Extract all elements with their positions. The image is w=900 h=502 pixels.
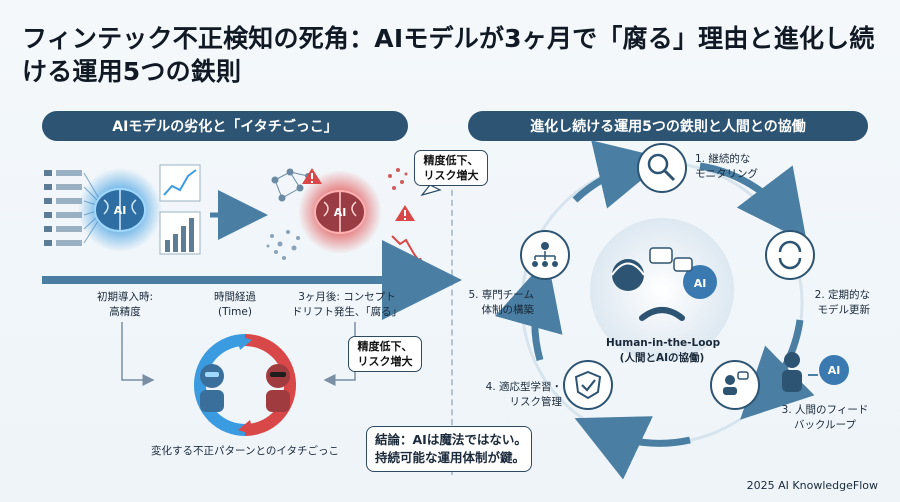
- line-chart-up-icon: [159, 164, 201, 202]
- scatter-noise-icon: [266, 230, 300, 260]
- accuracy-drop-callout-mid: 精度低下、 リスク増大: [348, 336, 422, 372]
- stage-initial-label: 初期導入時: 高精度: [96, 291, 154, 318]
- rule-4-label: 4. 適応型学習・ リスク管理: [485, 381, 562, 408]
- warning-icon-2: [395, 205, 415, 221]
- line-chart-down-icon: [391, 235, 424, 266]
- bar-chart-up-icon: [159, 211, 201, 255]
- rule-3-label: 3. 人間のフィード バックループ: [781, 404, 869, 431]
- feedback-people-icon[interactable]: [710, 360, 760, 410]
- human-ai-label: AI: [827, 364, 841, 377]
- footer-credit: 2025 AI KnowledgeFlow: [746, 479, 878, 492]
- brain-label-healthy: AI: [113, 204, 127, 217]
- rule-2-label: 2. 定期的な モデル更新: [814, 289, 870, 316]
- brain-icon-degraded: [298, 170, 382, 254]
- scatter-red-icon: [388, 168, 408, 190]
- refresh-icon[interactable]: [765, 230, 815, 280]
- org-chart-icon[interactable]: [520, 230, 570, 280]
- shield-check-icon[interactable]: [563, 360, 613, 410]
- magnifier-chart-icon[interactable]: [637, 143, 687, 193]
- page-title: フィンテック不正検知の死角：AIモデルが3ヶ月で「腐る」理由と進化し続ける運用5…: [22, 24, 875, 86]
- stage-time-label: 時間経過 (Time): [214, 291, 256, 318]
- human-ai-icon: [782, 352, 849, 392]
- hitl-center-label: Human-in-the-Loop (人間とAIの協働): [606, 337, 721, 364]
- center-ai-label: AI: [693, 277, 707, 290]
- brain-icon-healthy: [78, 168, 162, 252]
- cat-and-mouse-icon: [194, 334, 296, 436]
- cat-and-mouse-caption: 変化する不正パターンとのイタチごっこ: [151, 445, 339, 457]
- accuracy-drop-callout-top: 精度低下、 リスク増大: [414, 150, 488, 186]
- stage-three-months-label: 3ヶ月後: コンセプト ドリフト発生、「腐る」: [291, 291, 403, 318]
- left-section-header: AIモデルの劣化と「イタチごっこ」: [42, 111, 408, 141]
- data-rows-icon: [44, 170, 82, 246]
- rule-5-label: 5. 専門チーム 体制の構築: [468, 289, 534, 316]
- warning-icon: [302, 168, 322, 184]
- rule-1-label: 1. 継続的な モニタリング: [695, 153, 758, 180]
- human-in-the-loop-icon: [590, 218, 734, 362]
- conclusion-box: 結論：AIは魔法ではない。 持続可能な運用体制が鍵。: [366, 426, 532, 472]
- brain-label-degraded: AI: [333, 206, 347, 219]
- right-section-header: 進化し続ける運用5つの鉄則と人間との協働: [468, 111, 868, 141]
